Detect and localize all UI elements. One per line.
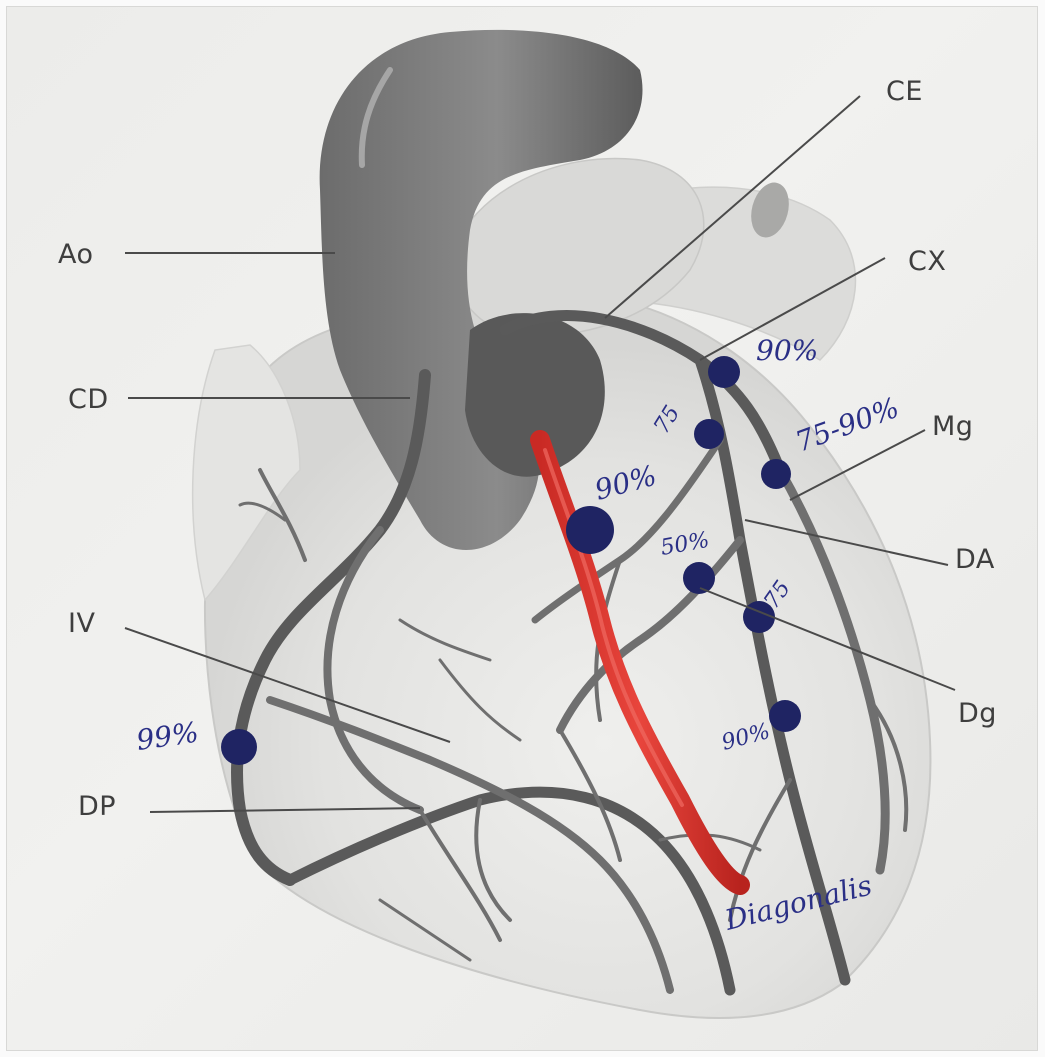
lesion-da-mid [683,562,715,594]
annotation-rca: 99% [134,716,200,757]
label-ce: CE [886,76,923,107]
lesion-rca [221,729,257,765]
label-dp: DP [78,791,116,822]
label-iv: IV [68,608,95,639]
label-ao: Ao [58,239,94,270]
lesion-mg [761,459,791,489]
label-dg: Dg [958,698,997,729]
label-da: DA [955,544,995,575]
label-cx: CX [908,246,946,277]
annotation-cx-proximal: 90% [756,334,818,367]
lesion-cx-mid [694,419,724,449]
annotation-mg: 75-90% [791,391,903,459]
label-cd: CD [68,384,109,415]
lesion-da-distal [769,700,801,732]
label-mg: Mg [932,411,973,442]
lesion-lad-proximal [566,506,614,554]
lesion-cx-proximal [708,356,740,388]
